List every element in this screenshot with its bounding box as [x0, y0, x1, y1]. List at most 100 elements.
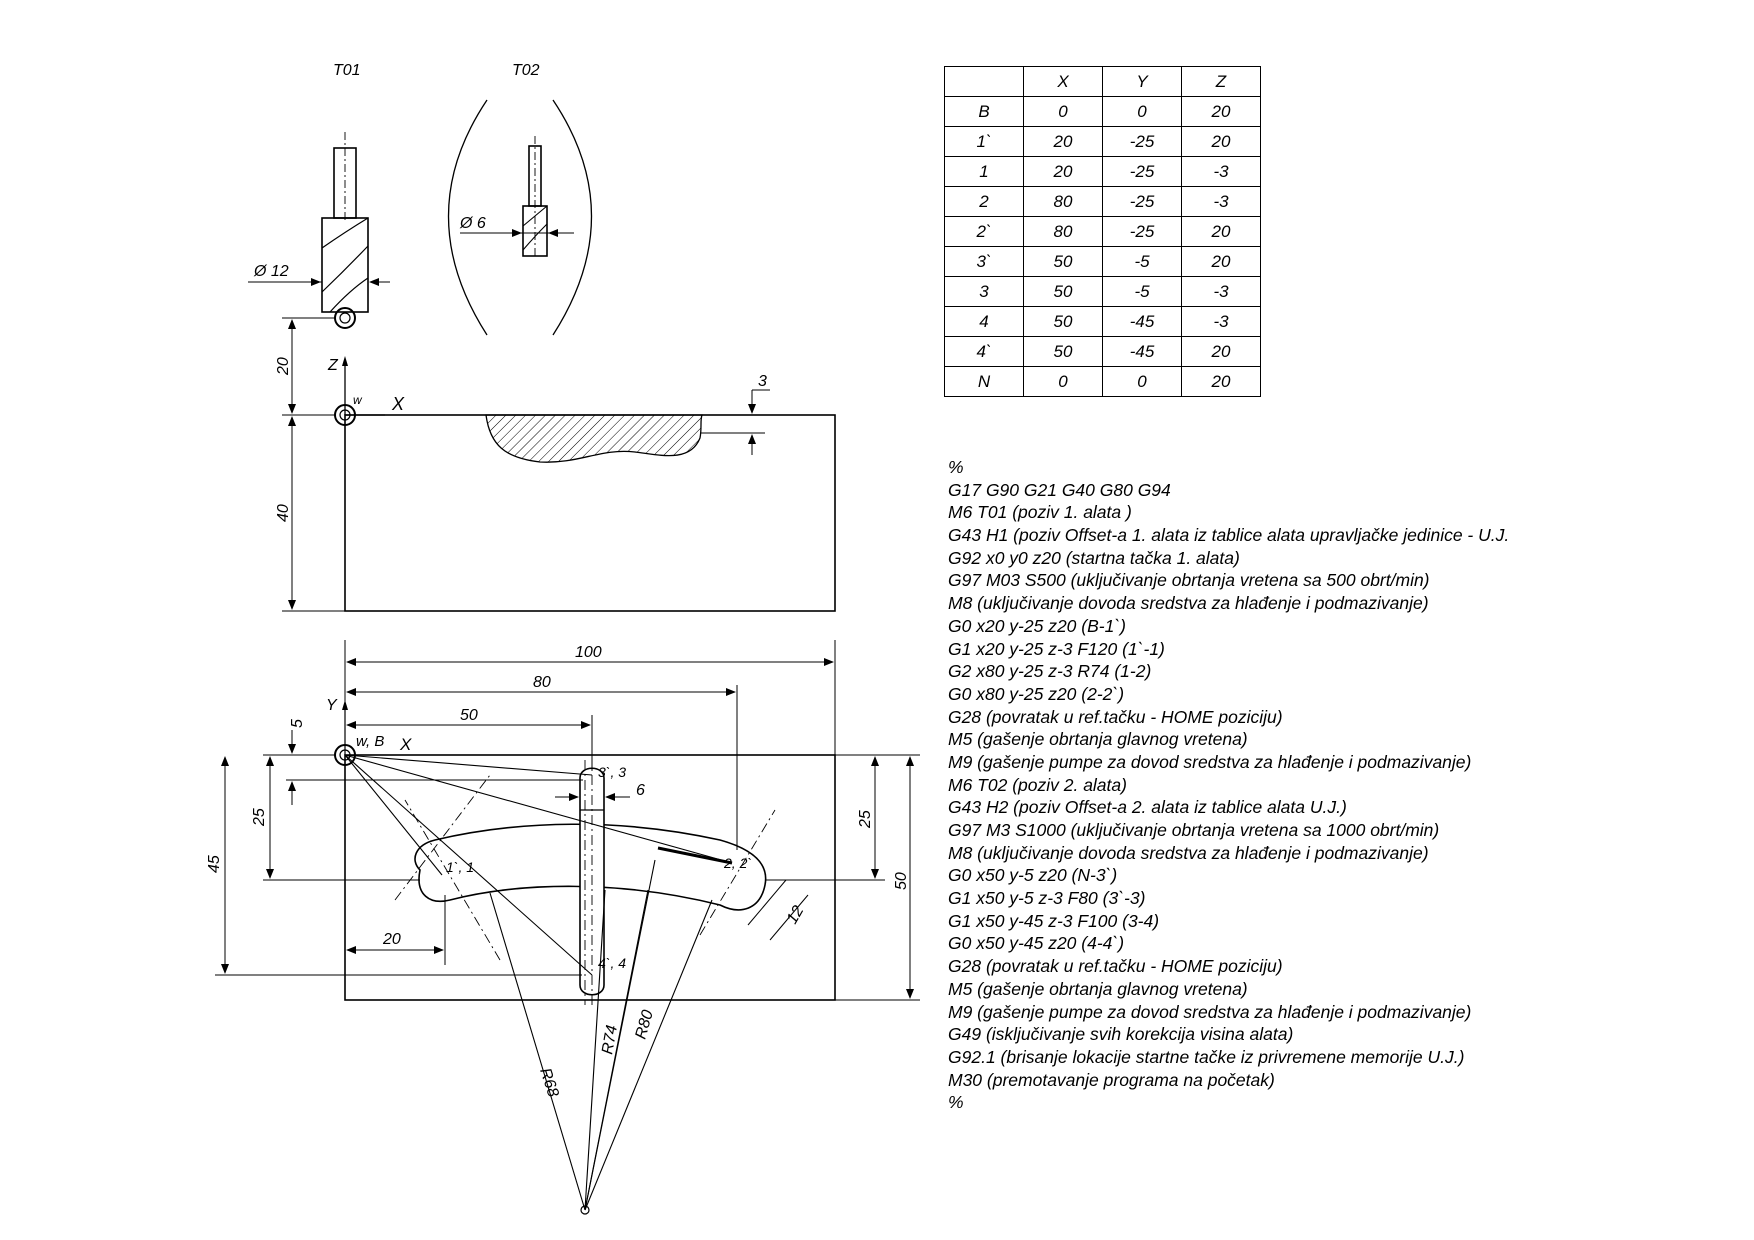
table-value-cell: 20 — [1023, 126, 1103, 157]
point-1-label: 1`, 1 — [446, 859, 474, 875]
table-point-cell: 3 — [944, 276, 1024, 307]
program-line: G28 (povratak u ref.tačku - HOME pozicij… — [948, 706, 1283, 727]
program-line: G97 M03 S500 (uključivanje obrtanja vret… — [948, 570, 1430, 591]
cut-section-hatch — [485, 414, 703, 463]
side-dim-40: 40 — [275, 504, 292, 522]
side-axis-z: Z — [327, 357, 339, 374]
table-point-cell: N — [944, 366, 1024, 397]
tool-t02-diameter: Ø 6 — [459, 215, 486, 232]
side-axis-x: X — [391, 394, 405, 414]
top-dim-25-right: 25 — [857, 810, 874, 829]
program-line: M30 (premotavanje programa na početak) — [948, 1069, 1275, 1090]
table-value-cell: -5 — [1102, 276, 1182, 307]
table-point-cell: 2` — [944, 216, 1024, 247]
top-axis-x: X — [399, 735, 412, 754]
table-point-cell: 4` — [944, 336, 1024, 367]
side-dim-20: 20 — [275, 357, 292, 376]
tool-t01-label: T01 — [333, 62, 361, 79]
tool-t02-label: T02 — [512, 62, 540, 79]
point-4-label: 4`, 4 — [598, 955, 626, 971]
table-value-cell: -3 — [1181, 276, 1261, 307]
table-point-cell: 1 — [944, 156, 1024, 187]
table-header-cell: X — [1023, 66, 1103, 97]
table-value-cell: -25 — [1102, 156, 1182, 187]
top-axis-y: Y — [326, 697, 338, 714]
program-line: G92.1 (brisanje lokacije startne tačke i… — [948, 1046, 1465, 1067]
table-value-cell: 20 — [1181, 216, 1261, 247]
program-line: M8 (uključivanje dovoda sredstva za hlađ… — [948, 842, 1429, 863]
top-dim-6: 6 — [636, 782, 645, 799]
table-value-cell: -3 — [1181, 156, 1261, 187]
top-dim-20: 20 — [382, 931, 401, 948]
radius-r68: R68 — [536, 1066, 561, 1099]
top-dim-25-left: 25 — [251, 808, 268, 827]
radius-r80: R80 — [633, 1008, 657, 1041]
table-value-cell: 80 — [1023, 216, 1103, 247]
table-header-cell: Y — [1102, 66, 1182, 97]
table-value-cell: 0 — [1023, 366, 1103, 397]
tool-t01: T01 Ø 12 — [248, 62, 390, 329]
side-w-label: w — [353, 393, 363, 407]
top-dim-80: 80 — [533, 674, 551, 691]
program-line: G97 M3 S1000 (uključivanje obrtanja vret… — [948, 820, 1440, 840]
program-line: G1 x50 y-5 z-3 F80 (3`-3) — [948, 888, 1146, 909]
tool-t01-tip-marker — [334, 307, 356, 329]
program-line: M9 (gašenje pumpe za dovod sredstva za h… — [948, 751, 1472, 772]
table-value-cell: 50 — [1023, 276, 1103, 307]
program-line: G0 x50 y-5 z20 (N-3`) — [948, 865, 1118, 886]
table-value-cell: -45 — [1102, 336, 1182, 367]
table-point-cell: 1` — [944, 126, 1024, 157]
program-line: G43 H2 (poziv Offset-a 2. alata iz tabli… — [948, 797, 1347, 818]
program-line: M6 T02 (poziv 2. alata) — [948, 774, 1127, 795]
table-header-cell: Z — [1181, 66, 1261, 97]
table-value-cell: 0 — [1023, 96, 1103, 127]
program-line: % — [948, 1092, 964, 1113]
top-dim-100: 100 — [575, 644, 602, 661]
program-line: M5 (gašenje obrtanja glavnog vretena) — [948, 729, 1248, 750]
table-point-cell: 2 — [944, 186, 1024, 217]
table-value-cell: -25 — [1102, 186, 1182, 217]
program-line: G0 x20 y-25 z20 (B-1`) — [948, 615, 1126, 636]
program-line: G1 x50 y-45 z-3 F100 (3-4) — [948, 910, 1160, 931]
program-line: M8 (uključivanje dovoda sredstva za hlađ… — [948, 593, 1429, 614]
top-dim-45: 45 — [206, 855, 223, 873]
program-line: M9 (gašenje pumpe za dovod sredstva za h… — [948, 1001, 1472, 1022]
table-point-cell: 4 — [944, 306, 1024, 337]
top-dim-50: 50 — [460, 707, 478, 724]
table-value-cell: 0 — [1102, 366, 1182, 397]
table-value-cell: 20 — [1023, 156, 1103, 187]
top-dim-50-right: 50 — [893, 872, 910, 890]
table-value-cell: 20 — [1181, 336, 1261, 367]
program-line: G1 x20 y-25 z-3 F120 (1`-1) — [948, 638, 1165, 659]
table-value-cell: -25 — [1102, 126, 1182, 157]
top-dim-12: 12 — [784, 903, 808, 927]
table-value-cell: -45 — [1102, 306, 1182, 337]
table-value-cell: -3 — [1181, 186, 1261, 217]
program-line: G43 H1 (poziv Offset-a 1. alata iz tabli… — [948, 525, 1510, 546]
program-line: G0 x50 y-45 z20 (4-4`) — [948, 933, 1125, 954]
program-line: M6 T01 (poziv 1. alata ) — [948, 502, 1132, 523]
top-view: w, B X Y 1`, 1 2, 2` 3`, 3 4`, 4 R68 R74… — [206, 640, 920, 1215]
program-line: G17 G90 G21 G40 G80 G94 — [948, 479, 1171, 500]
table-value-cell: 20 — [1181, 96, 1261, 127]
top-wb-label: w, B — [356, 733, 384, 750]
program-line: G0 x80 y-25 z20 (2-2`) — [948, 683, 1125, 704]
point-2-label: 2, 2` — [723, 855, 752, 871]
table-value-cell: 80 — [1023, 186, 1103, 217]
table-value-cell: -25 — [1102, 216, 1182, 247]
table-value-cell: -3 — [1181, 306, 1261, 337]
program-line: G49 (isključivanje svih korekcija visina… — [948, 1024, 1294, 1045]
